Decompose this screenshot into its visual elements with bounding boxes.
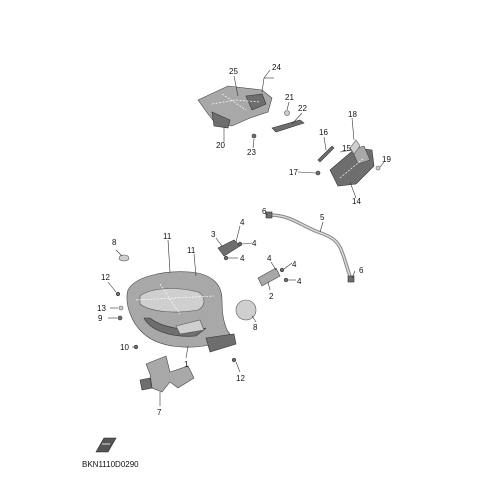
callout-6a: 6 — [262, 207, 267, 216]
callout-21: 21 — [285, 93, 294, 102]
cap-8b-part[interactable] — [235, 299, 257, 321]
bracket-3-part[interactable] — [217, 239, 241, 257]
callout-22: 22 — [298, 104, 307, 113]
callout-10: 10 — [120, 343, 129, 352]
hose-clamp-6b-part[interactable] — [347, 275, 355, 283]
bolt-4d-part[interactable] — [283, 277, 289, 283]
callout-17: 17 — [289, 168, 298, 177]
washer-13-part[interactable] — [118, 305, 124, 311]
leader-lines — [107, 69, 385, 406]
strip-16-part[interactable] — [317, 145, 335, 163]
callout-11a: 11 — [163, 232, 172, 241]
callout-4b: 4 — [252, 239, 257, 248]
lower-bracket-part[interactable] — [139, 355, 195, 393]
bolt-4a-part[interactable] — [237, 241, 243, 247]
callout-19: 19 — [382, 155, 391, 164]
callout-8b: 8 — [253, 323, 258, 332]
callout-15: 15 — [342, 144, 351, 153]
callout-7: 7 — [157, 408, 162, 417]
bolt-4c-part[interactable] — [279, 267, 285, 273]
callout-2: 2 — [269, 292, 274, 301]
callout-5: 5 — [320, 213, 325, 222]
callout-4c: 4 — [240, 254, 245, 263]
bolt-4b-part[interactable] — [223, 255, 229, 261]
bolt-12a-part[interactable] — [115, 291, 121, 297]
clip-17-part[interactable] — [315, 170, 321, 176]
callout-23: 23 — [247, 148, 256, 157]
callout-4a: 4 — [240, 218, 245, 227]
callout-4e: 4 — [292, 260, 297, 269]
diagram-code: BKN1110D0290 — [82, 460, 139, 469]
callout-4d: 4 — [267, 254, 272, 263]
callout-6b: 6 — [359, 266, 364, 275]
callout-24: 24 — [272, 63, 281, 72]
callout-20: 20 — [216, 141, 225, 150]
callout-25: 25 — [229, 67, 238, 76]
callout-1: 1 — [184, 360, 189, 369]
callout-14: 14 — [352, 197, 361, 206]
callout-16: 16 — [319, 128, 328, 137]
bolt-10-part[interactable] — [133, 344, 139, 350]
callout-12a: 12 — [101, 273, 110, 282]
callout-12b: 12 — [236, 374, 245, 383]
callout-labels: 25 24 21 22 20 23 18 16 15 19 17 14 6 5 … — [97, 63, 391, 417]
side-panel-part[interactable] — [329, 145, 375, 187]
callout-4f: 4 — [297, 277, 302, 286]
bracket-2-part[interactable] — [257, 267, 281, 287]
hose-clamp-6a-part[interactable] — [265, 211, 273, 219]
bracket-15-part[interactable] — [349, 139, 361, 155]
cap-8a-part[interactable] — [118, 254, 130, 262]
callout-11b: 11 — [187, 246, 196, 255]
front-arrow-icon — [95, 437, 117, 453]
callout-8a: 8 — [112, 238, 117, 247]
upper-cover-part[interactable] — [197, 85, 273, 129]
clip-19-part[interactable] — [375, 165, 381, 171]
nut-9-part[interactable] — [117, 315, 123, 321]
bolt-12b-part[interactable] — [231, 357, 237, 363]
screw-23-part[interactable] — [251, 133, 257, 139]
callout-9: 9 — [98, 314, 103, 323]
grommet-21-part[interactable] — [284, 110, 290, 116]
callout-18: 18 — [348, 110, 357, 119]
callout-13: 13 — [97, 304, 106, 313]
seal-strip-22-part[interactable] — [271, 119, 305, 133]
fuel-tank-part[interactable] — [126, 271, 237, 353]
callout-3: 3 — [211, 230, 216, 239]
